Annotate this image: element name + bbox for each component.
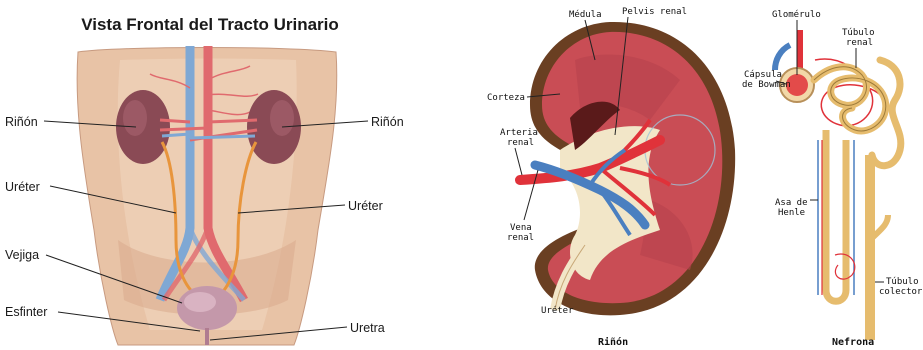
label-renal-artery-2: renal	[507, 138, 534, 148]
label-collecting-2: colector	[879, 287, 923, 297]
label-renal-vein-2: renal	[507, 233, 534, 243]
label-renal-artery-1: Arteria	[500, 128, 538, 138]
convoluted-tubule	[814, 67, 886, 131]
kidney-section-panel: Médula Pelvis renal Corteza Arteria rena…	[487, 7, 735, 348]
label-kidney-left: Riñón	[5, 115, 38, 129]
right-renal-vein	[190, 136, 255, 138]
left-renal-vein	[162, 134, 190, 136]
label-cortex: Corteza	[487, 93, 525, 103]
label-medulla: Médula	[569, 9, 602, 20]
caption-kidney: Riñón	[598, 336, 628, 348]
label-henle-2: Henle	[778, 208, 805, 218]
bladder-highlight	[184, 292, 216, 312]
label-kidney-right: Riñón	[371, 115, 404, 129]
label-glomerulus: Glomérulo	[772, 9, 821, 20]
label-renal-vein-1: Vena	[510, 223, 532, 233]
caption-nephron: Nefrona	[832, 337, 874, 348]
left-kidney-highlight	[123, 100, 147, 136]
label-collecting-1: Túbulo	[886, 277, 919, 287]
nephron-panel: Glomérulo Túbulo renal Cápsula de Bowman…	[742, 9, 923, 348]
label-bowman-2: de Bowman	[742, 80, 791, 90]
label-ureter-left: Uréter	[5, 180, 40, 194]
front-view-panel: Vista Frontal del Tracto Urinario Riñón …	[5, 15, 404, 345]
label-bowman-1: Cápsula	[744, 70, 782, 80]
label-kidney-ureter: Uréter	[541, 305, 574, 316]
label-renal-pelvis: Pelvis renal	[622, 7, 687, 17]
front-view-title: Vista Frontal del Tracto Urinario	[81, 15, 339, 34]
right-kidney-highlight	[270, 100, 294, 136]
label-sphincter: Esfinter	[5, 305, 47, 319]
leader-renal-artery	[515, 148, 522, 175]
label-bladder: Vejiga	[5, 248, 39, 262]
label-urethra: Uretra	[350, 321, 385, 335]
label-tubule-2: renal	[846, 38, 873, 48]
label-tubule-1: Túbulo	[842, 28, 875, 38]
label-henle-1: Asa de	[775, 198, 808, 208]
efferent-arteriole	[775, 45, 790, 70]
label-ureter-right: Uréter	[348, 199, 383, 213]
